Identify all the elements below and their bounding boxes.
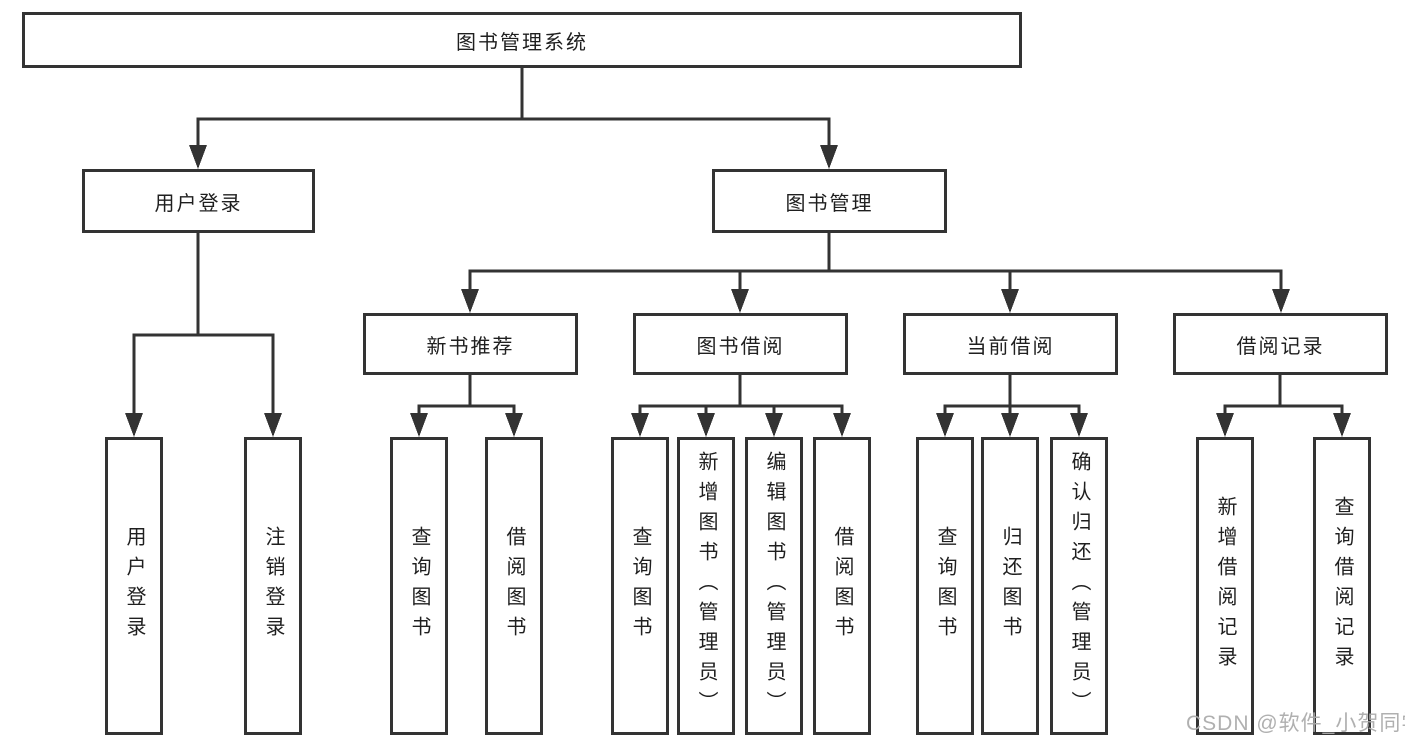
leaf-user-login-label: 用户登录 — [123, 526, 145, 646]
leaf-recommend-borrow-books: 借阅图书 — [485, 437, 543, 735]
leaf-add-books-admin-label: 新增图书（管理员） — [695, 451, 717, 721]
leaf-edit-books-admin: 编辑图书（管理员） — [745, 437, 803, 735]
leaf-recommend-query-books-label: 查询图书 — [408, 526, 430, 646]
leaf-return-books-label: 归还图书 — [999, 526, 1021, 646]
node-new-book-recommend: 新书推荐 — [363, 313, 578, 375]
node-user-login-label: 用户登录 — [154, 192, 243, 215]
node-book-management-label: 图书管理 — [785, 192, 874, 215]
node-root-label: 图书管理系统 — [456, 31, 588, 54]
node-current-borrowing: 当前借阅 — [903, 313, 1118, 375]
leaf-confirm-return-admin-label: 确认归还（管理员） — [1068, 451, 1090, 721]
leaf-recommend-borrow-books-label: 借阅图书 — [503, 526, 525, 646]
node-current-borrowing-label: 当前借阅 — [966, 335, 1055, 358]
leaf-add-books-admin: 新增图书（管理员） — [677, 437, 735, 735]
leaf-query-borrow-record-label: 查询借阅记录 — [1331, 496, 1353, 676]
leaf-query-borrow-record: 查询借阅记录 — [1313, 437, 1371, 735]
leaf-logout: 注销登录 — [244, 437, 302, 735]
node-user-login: 用户登录 — [82, 169, 315, 233]
node-book-borrowing: 图书借阅 — [633, 313, 848, 375]
leaf-add-borrow-record: 新增借阅记录 — [1196, 437, 1254, 735]
node-new-book-recommend-label: 新书推荐 — [426, 335, 515, 358]
leaf-current-query-books: 查询图书 — [916, 437, 974, 735]
leaf-recommend-query-books: 查询图书 — [390, 437, 448, 735]
node-book-management: 图书管理 — [712, 169, 947, 233]
node-root-system: 图书管理系统 — [22, 12, 1022, 68]
leaf-confirm-return-admin: 确认归还（管理员） — [1050, 437, 1108, 735]
watermark: CSDN @软件_小贺同学 — [1186, 712, 1405, 735]
leaf-user-login: 用户登录 — [105, 437, 163, 735]
leaf-add-borrow-record-label: 新增借阅记录 — [1214, 496, 1236, 676]
leaf-current-query-books-label: 查询图书 — [934, 526, 956, 646]
leaf-borrow-books: 借阅图书 — [813, 437, 871, 735]
leaf-return-books: 归还图书 — [981, 437, 1039, 735]
leaf-borrow-query-books: 查询图书 — [611, 437, 669, 735]
leaf-logout-label: 注销登录 — [262, 526, 284, 646]
node-borrowing-records-label: 借阅记录 — [1236, 335, 1325, 358]
node-borrowing-records: 借阅记录 — [1173, 313, 1388, 375]
leaf-borrow-books-label: 借阅图书 — [831, 526, 853, 646]
leaf-edit-books-admin-label: 编辑图书（管理员） — [763, 451, 785, 721]
leaf-borrow-query-books-label: 查询图书 — [629, 526, 651, 646]
node-book-borrowing-label: 图书借阅 — [696, 335, 785, 358]
